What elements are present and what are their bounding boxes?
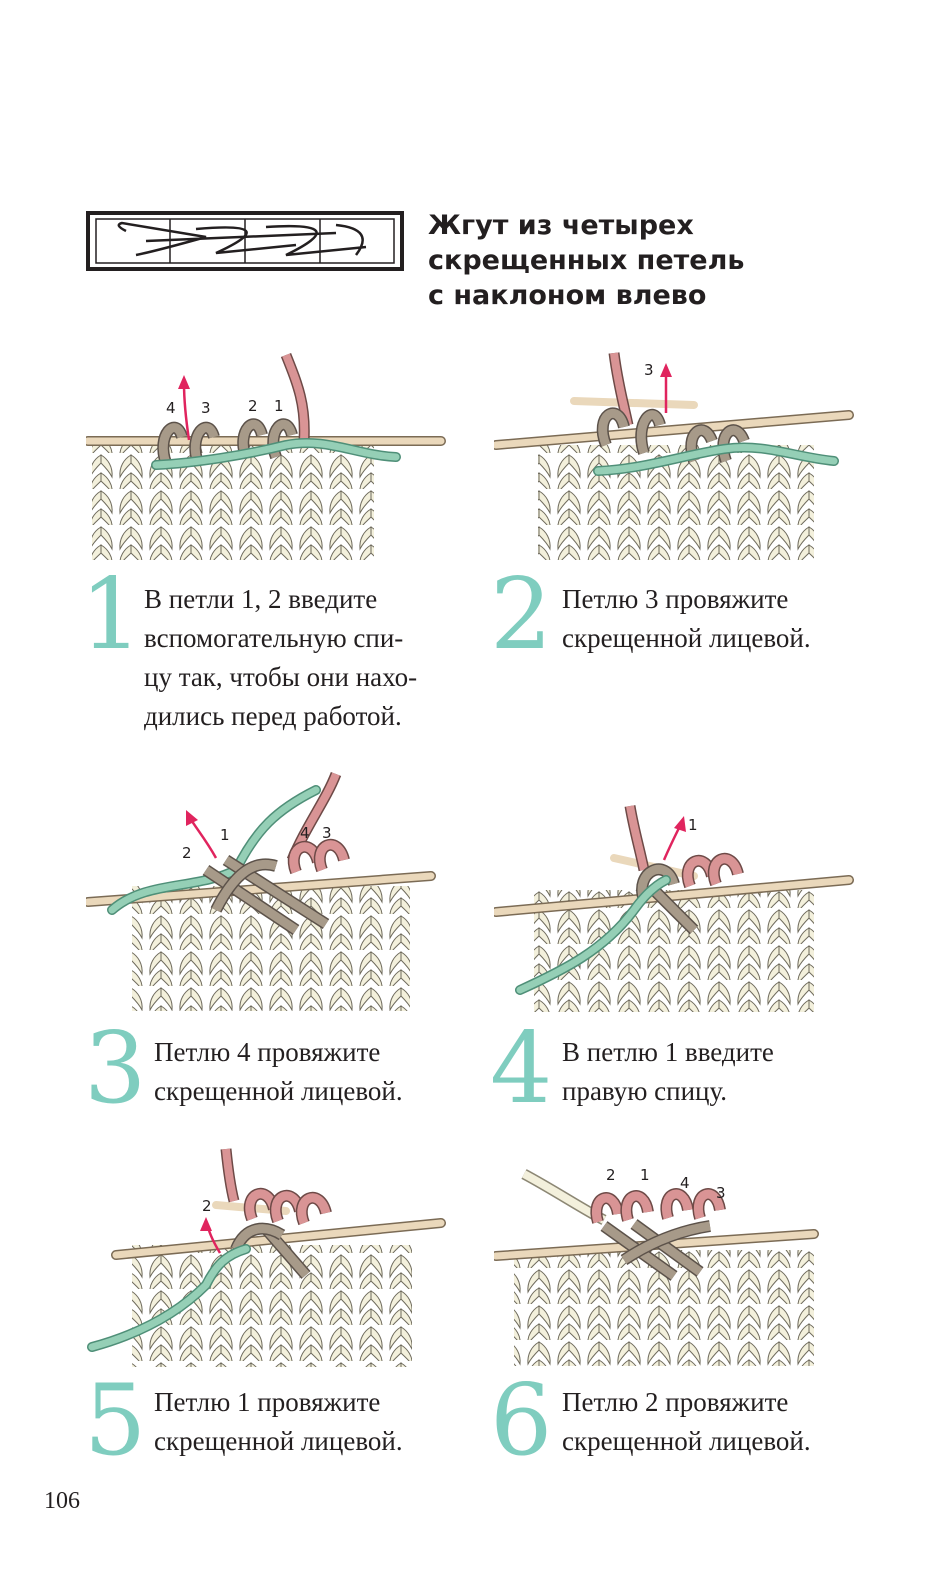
step-4-illustration: 1 <box>494 805 854 1012</box>
step-5-number: 5 <box>84 1364 147 1478</box>
step-1-label-2: 2 <box>248 397 258 415</box>
step-5-text: Петлю 1 провяжите скрещенной лицевой. <box>154 1383 403 1461</box>
step-3-label-1: 1 <box>220 826 230 844</box>
step-3-label-4: 4 <box>300 824 310 842</box>
step-1-text: В петли 1, 2 введите вспомогательную спи… <box>144 580 417 736</box>
step-6-illustration: 2 1 4 3 <box>494 1166 819 1366</box>
title-line-1: Жгут из четырех <box>428 210 694 241</box>
step-1-label-1: 1 <box>274 397 284 415</box>
step-1-illustration: 4 3 2 1 <box>86 352 446 560</box>
step-6-text: Петлю 2 провяжите скрещенной лицевой. <box>562 1383 811 1461</box>
step-2-illustration: 3 <box>494 352 854 560</box>
step-5-illustration: 2 <box>87 1148 446 1367</box>
step-5-line-1: Петлю 1 провяжите <box>154 1387 381 1417</box>
step-3-text: Петлю 4 провяжите скрещенной лицевой. <box>154 1033 403 1111</box>
step-1-line-3: цу так, чтобы они нахо- <box>144 662 418 692</box>
step-2-text: Петлю 3 провяжите скрещенной лицевой. <box>562 580 811 658</box>
step-1-line-2: вспомогательную спи- <box>144 623 404 653</box>
step-6-line-2: скрещенной лицевой. <box>562 1426 811 1456</box>
step-4-line-1: В петлю 1 введите <box>562 1037 774 1067</box>
step-3-line-2: скрещенной лицевой. <box>154 1076 403 1106</box>
step-5-label-2: 2 <box>202 1197 212 1215</box>
title-line-2: скрещенных петель <box>428 245 745 276</box>
step-3-number: 3 <box>84 1012 147 1126</box>
step-6-line-1: Петлю 2 провяжите <box>562 1387 789 1417</box>
step-1-number: 1 <box>80 558 143 672</box>
step-2-line-1: Петлю 3 провяжите <box>562 584 789 614</box>
cable-chart-symbol <box>86 211 404 271</box>
step-6-label-3: 3 <box>716 1184 726 1202</box>
page-number: 106 <box>44 1488 80 1514</box>
step-4-text: В петлю 1 введите правую спицу. <box>562 1033 774 1111</box>
step-6-label-2: 2 <box>606 1166 616 1184</box>
step-3-illustration: 1 2 4 3 <box>86 771 436 1011</box>
step-2-number: 2 <box>490 558 553 672</box>
step-4-label-1: 1 <box>688 816 698 834</box>
page-title: Жгут из четырех скрещенных петель с накл… <box>428 208 908 313</box>
title-line-3: с наклоном влево <box>428 280 707 311</box>
step-6-label-4: 4 <box>680 1174 690 1192</box>
step-1-label-3: 3 <box>201 399 211 417</box>
step-1-line-4: дились перед работой. <box>144 701 402 731</box>
step-2-label-3: 3 <box>644 361 654 379</box>
step-6-number: 6 <box>490 1364 553 1478</box>
step-4-line-2: правую спицу. <box>562 1076 728 1106</box>
step-5-line-2: скрещенной лицевой. <box>154 1426 403 1456</box>
step-1-line-1: В петли 1, 2 введите <box>144 584 378 614</box>
step-6-label-1: 1 <box>640 1166 650 1184</box>
step-3-label-2: 2 <box>182 844 192 862</box>
step-1-label-4: 4 <box>166 399 176 417</box>
step-3-line-1: Петлю 4 провяжите <box>154 1037 381 1067</box>
step-4-number: 4 <box>490 1012 553 1126</box>
step-2-line-2: скрещенной лицевой. <box>562 623 811 653</box>
step-3-label-3: 3 <box>322 824 332 842</box>
